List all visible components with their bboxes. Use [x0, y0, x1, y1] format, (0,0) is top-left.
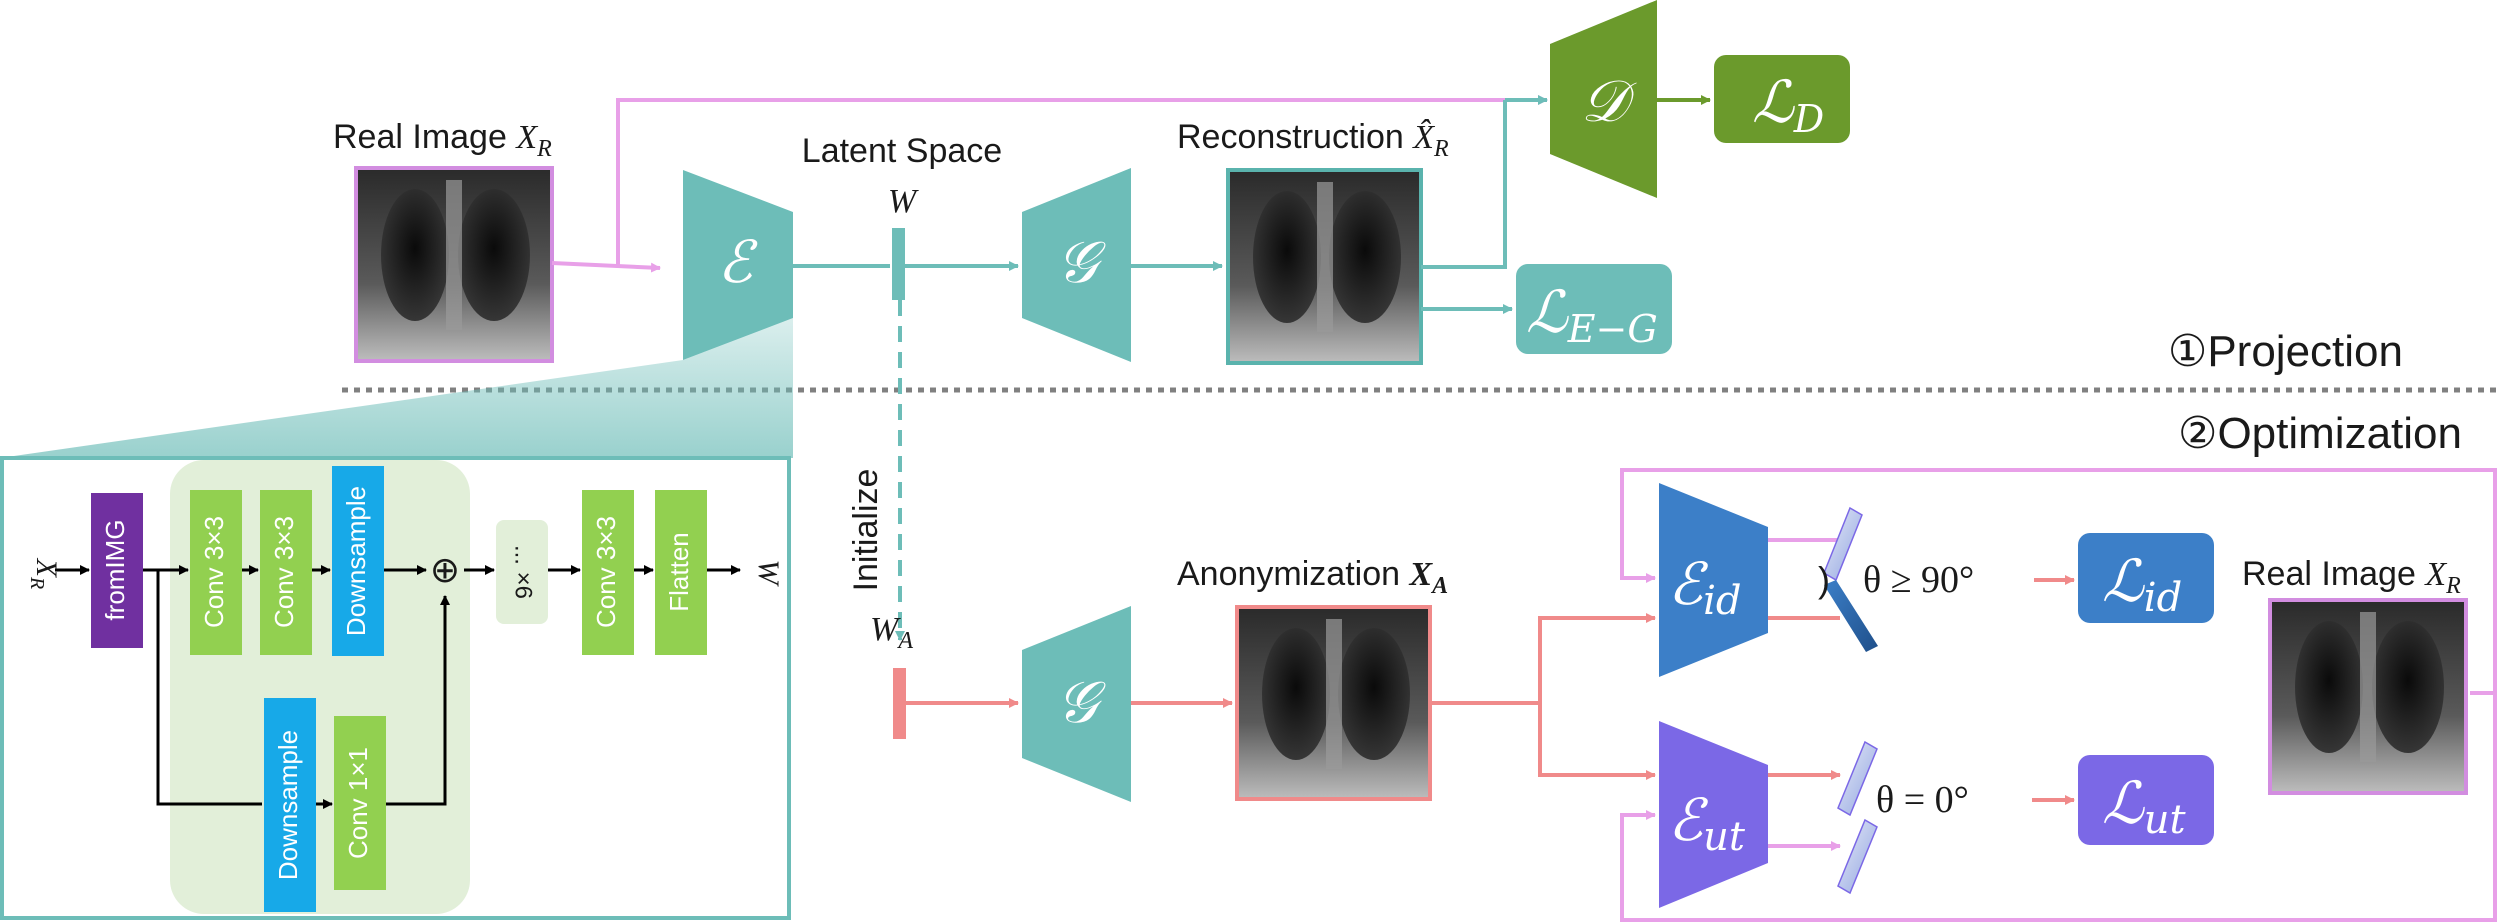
initialize-label: Initialize: [847, 469, 885, 592]
stage-optimization-label: ②Optimization: [2178, 409, 2462, 458]
inset-repeat-label: ... ×6: [510, 545, 537, 599]
inset-skip-path-a: [156, 570, 262, 806]
reconstruction-image: [1226, 168, 1423, 365]
loss-d-box: [1714, 55, 1850, 143]
discriminator-shape: [1550, 0, 1657, 198]
wa-var: WA: [870, 611, 913, 654]
loss-ut-label: ℒut: [2102, 769, 2187, 843]
theta-id-label: θ ≥ 90°: [1863, 559, 1974, 601]
generator-top-shape: [1022, 168, 1131, 362]
plate-ut-upper: [1837, 740, 1878, 817]
loss-id-box: [2078, 533, 2214, 623]
loss-ut-box: [2078, 755, 2214, 845]
inset-conv2-block: [260, 490, 312, 655]
inset-input-var: XR: [26, 558, 63, 590]
inset-conv1x1-label: Conv 1×1: [343, 747, 373, 859]
inset-zoom-wedge: [0, 318, 793, 458]
inset-conv3-block: [582, 490, 634, 655]
inset-conv1-label: Conv 3×3: [199, 516, 229, 628]
anonymization-label: Anonymization XA: [1177, 555, 1448, 599]
plate-ut-lower: [1837, 818, 1878, 895]
inset-output-var: W: [752, 560, 785, 588]
plate-id-lower: [1824, 580, 1878, 652]
arrow-real-to-encid: [1620, 468, 2497, 693]
inset-repeat-block: [496, 520, 548, 624]
encoder-ut-shape: [1659, 721, 1768, 908]
encoder-id-shape: [1659, 483, 1768, 677]
latent-var: W: [888, 183, 919, 220]
inset-residual-block: [170, 460, 470, 914]
latent-bar: [892, 228, 905, 300]
arrow-real-to-discriminator: [616, 95, 1548, 265]
anonymization-image: [1235, 605, 1432, 801]
reconstruction-label: Reconstruction X̂R: [1177, 118, 1449, 162]
real-image-top-label: Real Image XR: [333, 118, 552, 162]
encoder-ut-symbol: ℰut: [1668, 786, 1746, 860]
stage-projection-label: ①Projection: [2168, 327, 2403, 376]
arrow-real-to-encut: [1620, 693, 2497, 922]
inset-conv3-label: Conv 3×3: [591, 516, 621, 628]
theta-id-paren: ): [1818, 559, 1830, 600]
encoder-id-symbol: ℰid: [1668, 550, 1742, 624]
inset-fromimg-block: [91, 493, 143, 648]
inset-skip-path-b: [386, 595, 450, 806]
inset-oplus: ⊕: [430, 549, 460, 590]
real-image-top: [354, 166, 554, 363]
inset-conv1-block: [190, 490, 242, 655]
encoder-shape: [683, 170, 793, 360]
arrow-real-to-encoder: [551, 261, 661, 273]
inset-conv1x1-block: [334, 716, 386, 890]
arrow-recon-to-discriminator-up: [1421, 100, 1507, 269]
inset-downsample-b-block: [264, 698, 316, 912]
inset-flatten-label: Flatten: [664, 532, 694, 612]
encoder-symbol: ℰ: [717, 228, 758, 296]
inset-downsample-b-label: Downsample: [273, 730, 303, 880]
loss-eg-box: [1516, 264, 1672, 354]
loss-d-label: ℒD: [1752, 68, 1824, 141]
loss-id-label: ℒid: [2102, 547, 2182, 621]
inset-flatten-block: [655, 490, 707, 655]
inset-fromimg-label: fromIMG: [100, 519, 130, 620]
inset-downsample-a-block: [332, 466, 384, 656]
wa-latent-bar: [893, 668, 906, 739]
inset-conv2-label: Conv 3×3: [269, 516, 299, 628]
theta-ut-label: θ = 0°: [1876, 779, 1969, 821]
real-image-bottom-label: Real Image XR: [2242, 555, 2461, 599]
arrow-anon-to-encid: [1538, 613, 1656, 703]
generator-bottom-shape: [1022, 606, 1131, 802]
arrow-anon-to-encut: [1538, 703, 1656, 780]
real-image-bottom: [2268, 598, 2468, 795]
loss-eg-label: ℒE−G: [1526, 278, 1658, 351]
latent-space-label: Latent Space: [802, 132, 1002, 170]
inset-downsample-a-label: Downsample: [341, 486, 371, 636]
